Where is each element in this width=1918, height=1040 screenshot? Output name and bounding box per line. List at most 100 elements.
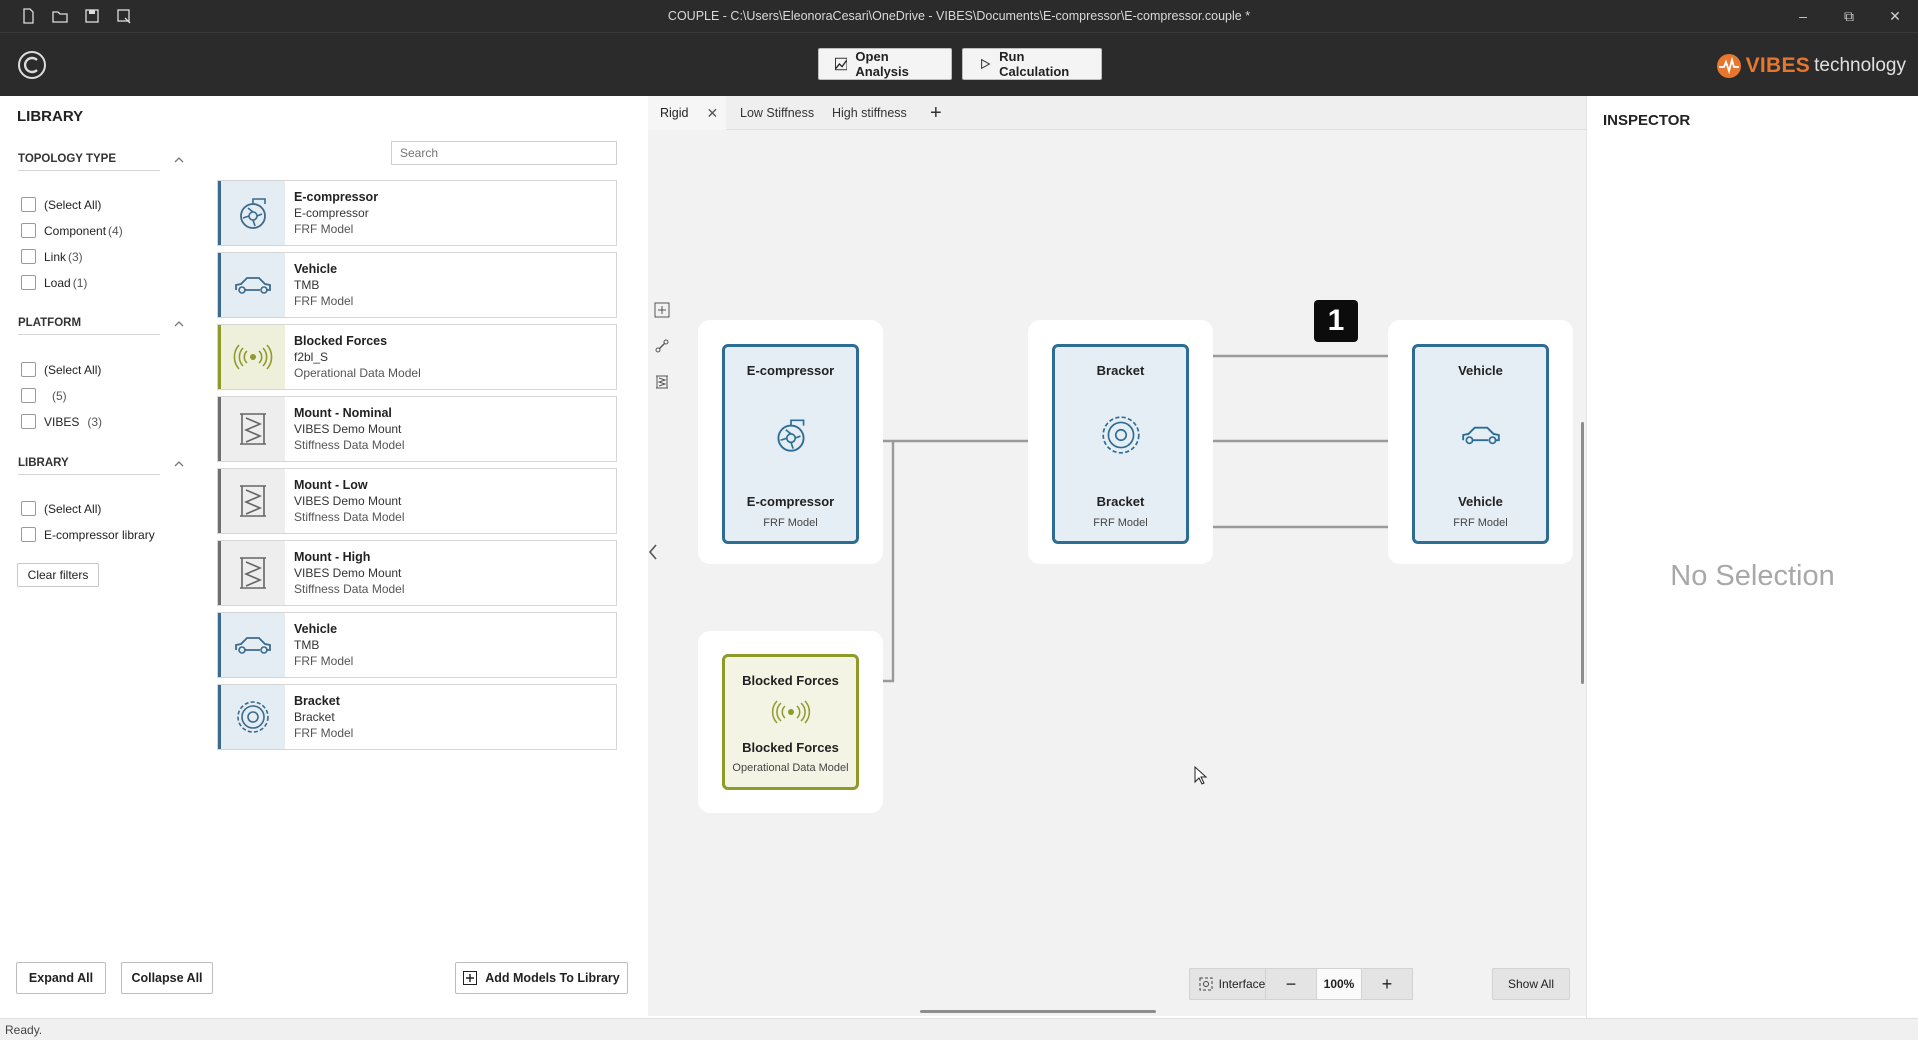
node-title: Bracket [1096,363,1145,378]
checkbox[interactable] [21,388,36,403]
card-type: FRF Model [294,654,354,668]
checkbox[interactable] [21,362,36,377]
interface-details-icon [1199,977,1213,991]
tab-rigid[interactable]: Rigid ✕ [648,96,726,130]
fit-view-icon[interactable] [654,302,670,318]
library-card-ecompressor[interactable]: E-compressor E-compressor FRF Model [217,180,617,246]
collapse-library-icon[interactable] [646,542,660,562]
card-name: Vehicle [294,622,338,636]
vertical-scrollbar[interactable] [1581,422,1584,684]
minimize-icon[interactable]: – [1799,8,1807,24]
inspector-title: INSPECTOR [1603,112,1691,129]
library-card-mount-nominal[interactable]: Mount - Nominal VIBES Demo Mount Stiffne… [217,396,617,462]
card-name: Mount - High [294,550,371,564]
filter-topology-select-all[interactable]: (Select All) [21,197,101,212]
app-logo-icon[interactable] [16,49,48,81]
save-as-icon[interactable] [116,8,134,24]
tab-label: Low Stiffness [740,106,815,120]
checkbox[interactable] [21,414,36,429]
brand-main-text: VIBES [1745,54,1811,77]
zoom-level[interactable]: 100% [1316,969,1362,999]
analysis-icon [835,57,848,71]
main-toolbar: Open Analysis Run Calculation VIBES tech… [0,32,1918,96]
window-controls: – ⧉ ✕ [1780,0,1918,32]
mount-tool-icon[interactable] [654,374,670,390]
chevron-up-icon[interactable] [173,154,185,166]
card-source: Bracket [294,710,335,724]
new-file-icon[interactable] [20,8,38,24]
node-ecompressor[interactable]: E-compressor E-compressor FRF Model [722,344,859,544]
checkbox[interactable] [21,197,36,212]
library-card-vehicle-2[interactable]: Vehicle TMB FRF Model [217,612,617,678]
add-models-label: Add Models To Library [485,971,620,985]
library-card-vehicle[interactable]: Vehicle TMB FRF Model [217,252,617,318]
restore-icon[interactable]: ⧉ [1844,7,1854,24]
expand-all-button[interactable]: Expand All [16,962,106,994]
open-analysis-label: Open Analysis [855,49,909,79]
topology-canvas[interactable]: E-compressor E-compressor FRF Model Brac… [648,130,1586,1016]
card-type: FRF Model [294,294,354,308]
node-vehicle[interactable]: Vehicle Vehicle FRF Model [1412,344,1549,544]
node-name: Bracket [1096,494,1145,509]
open-folder-icon[interactable] [52,8,70,24]
tab-low-stiffness[interactable]: Low Stiffness [740,96,814,130]
library-card-bracket[interactable]: Bracket Bracket FRF Model [217,684,617,750]
filter-label: Link [44,249,67,264]
close-tab-icon[interactable]: ✕ [706,104,719,121]
filter-platform-unnamed[interactable]: (5) [21,388,67,403]
library-title: LIBRARY [17,108,84,125]
card-type: Stiffness Data Model [294,510,405,524]
clear-filters-button[interactable]: Clear filters [17,563,99,587]
filter-count: (5) [52,388,67,403]
card-source: TMB [294,278,320,292]
filter-platform-vibes[interactable]: VIBES(3) [21,414,102,429]
filter-library-ecompressor[interactable]: E-compressor library [21,527,155,542]
link-tool-icon[interactable] [654,338,670,354]
filter-label: (Select All) [44,197,102,212]
open-analysis-button[interactable]: Open Analysis [818,48,952,80]
add-tab-icon[interactable]: + [930,101,942,124]
chevron-up-icon[interactable] [173,318,185,330]
horizontal-scrollbar[interactable] [920,1010,1156,1013]
checkbox[interactable] [21,249,36,264]
library-card-mount-high[interactable]: Mount - High VIBES Demo Mount Stiffness … [217,540,617,606]
checkbox[interactable] [21,501,36,516]
filter-library-select-all[interactable]: (Select All) [21,501,101,516]
library-card-blocked-forces[interactable]: Blocked Forces f2bl_S Operational Data M… [217,324,617,390]
collapse-all-button[interactable]: Collapse All [121,962,213,994]
run-calculation-button[interactable]: Run Calculation [962,48,1102,80]
gear-icon [218,685,285,749]
checkbox[interactable] [21,527,36,542]
node-blocked-forces[interactable]: Blocked Forces Blocked Forces Operationa… [722,654,859,790]
vibration-waves-icon [218,325,285,389]
library-card-mount-low[interactable]: Mount - Low VIBES Demo Mount Stiffness D… [217,468,617,534]
zoom-out-button[interactable]: − [1285,973,1297,994]
card-type: FRF Model [294,726,354,740]
filter-count: (4) [108,223,123,238]
filter-topology-link[interactable]: Link(3) [21,249,83,264]
node-title: Vehicle [1458,363,1503,378]
card-name: Blocked Forces [294,334,388,348]
filter-platform-select-all[interactable]: (Select All) [21,362,101,377]
checkbox[interactable] [21,223,36,238]
filter-topology-load[interactable]: Load(1) [21,275,87,290]
card-name: Mount - Low [294,478,368,492]
node-name: Blocked Forces [742,740,839,755]
library-search-input[interactable] [391,141,617,165]
add-box-icon [463,971,478,985]
zoom-in-button[interactable]: + [1381,973,1393,994]
card-source: VIBES Demo Mount [294,566,402,580]
tab-high-stiffness[interactable]: High stiffness [832,96,907,130]
card-name: E-compressor [294,190,379,204]
chevron-up-icon[interactable] [173,458,185,470]
card-source: VIBES Demo Mount [294,422,402,436]
node-bracket[interactable]: Bracket Bracket FRF Model [1052,344,1189,544]
checkbox[interactable] [21,275,36,290]
show-all-button[interactable]: Show All [1492,968,1570,1000]
filter-topology-component[interactable]: Component(4) [21,223,123,238]
node-type: FRF Model [1453,517,1508,529]
filter-label: Component [44,223,107,238]
save-icon[interactable] [84,8,102,24]
add-models-button[interactable]: Add Models To Library [455,962,628,994]
close-icon[interactable]: ✕ [1889,7,1901,24]
